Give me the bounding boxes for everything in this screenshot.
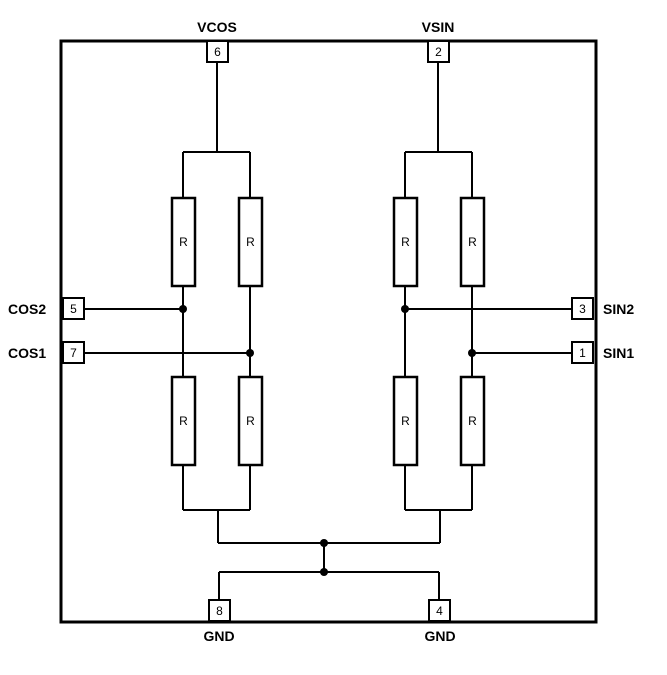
resistor-cos-bottom-right: R: [237, 375, 264, 467]
pin-number: 5: [70, 302, 77, 316]
resistor-cos-top-left: R: [170, 196, 197, 288]
pin-number: 2: [435, 45, 442, 59]
sin1-junction: [468, 349, 476, 357]
resistor-label: R: [179, 235, 188, 249]
pin-sin2[interactable]: 3: [571, 297, 594, 320]
pin-number: 3: [579, 302, 586, 316]
pin-sin1[interactable]: 1: [571, 341, 594, 364]
pin-label-gnd-left: GND: [203, 628, 234, 644]
resistor-label: R: [401, 414, 410, 428]
pin-number: 1: [579, 346, 586, 360]
pin-label-cos2: COS2: [8, 301, 46, 317]
pin-number: 6: [214, 45, 221, 59]
pin-vcos[interactable]: 6: [206, 40, 229, 63]
ground-junction-upper: [320, 539, 328, 547]
pin-label-sin2: SIN2: [603, 301, 634, 317]
resistor-sin-bottom-left: R: [392, 375, 419, 467]
pin-gnd-right[interactable]: 4: [428, 599, 451, 622]
cos2-junction: [179, 305, 187, 313]
resistor-label: R: [179, 414, 188, 428]
pin-label-vsin: VSIN: [422, 19, 455, 35]
pin-label-sin1: SIN1: [603, 345, 634, 361]
resistor-sin-bottom-right: R: [459, 375, 486, 467]
resistor-sin-top-right: R: [459, 196, 486, 288]
resistor-cos-top-right: R: [237, 196, 264, 288]
pin-label-cos1: COS1: [8, 345, 46, 361]
pin-number: 8: [216, 604, 223, 618]
pin-cos2[interactable]: 5: [62, 297, 85, 320]
resistor-label: R: [468, 414, 477, 428]
ground-junction-lower: [320, 568, 328, 576]
cos1-junction: [246, 349, 254, 357]
pin-cos1[interactable]: 7: [62, 341, 85, 364]
package-outline: [59, 39, 598, 624]
pin-label-gnd-right: GND: [424, 628, 455, 644]
pin-number: 7: [70, 346, 77, 360]
pin-vsin[interactable]: 2: [427, 40, 450, 63]
sin2-junction: [401, 305, 409, 313]
pin-number: 4: [436, 604, 443, 618]
resistor-label: R: [246, 235, 255, 249]
resistor-label: R: [246, 414, 255, 428]
resistor-cos-bottom-left: R: [170, 375, 197, 467]
pin-label-vcos: VCOS: [197, 19, 237, 35]
resistor-sin-top-left: R: [392, 196, 419, 288]
resistor-label: R: [401, 235, 410, 249]
pin-gnd-left[interactable]: 8: [208, 599, 231, 622]
resistor-label: R: [468, 235, 477, 249]
